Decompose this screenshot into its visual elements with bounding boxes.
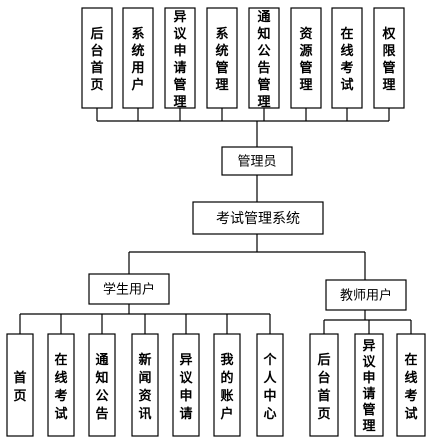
admin-module-8-label: 权限管理 [381,26,396,93]
student-node-label: 学生用户 [103,282,155,298]
teacher-module-1-box [309,333,339,437]
student-node-box [88,273,170,305]
admin-module-7-label: 在线考试 [340,26,353,93]
admin-module-5-label: 通知公告管理 [257,9,270,110]
admin-module-1-box [81,7,113,109]
admin-module-1-label: 后台首页 [90,26,103,93]
student-module-6-box [213,333,241,437]
student-module-5-box [172,333,200,437]
student-module-6-label: 我的账户 [220,352,233,422]
student-module-1-box [6,333,34,437]
student-module-2-label: 在线考试 [54,352,67,422]
student-module-7-box [256,333,284,437]
admin-node-box [221,146,293,176]
admin-module-2-label: 系统用户 [130,26,144,93]
admin-module-6-label: 资源管理 [299,26,312,93]
admin-module-4-label: 系统管理 [215,26,228,93]
admin-module-2-box [122,7,154,109]
teacher-module-3-box [396,333,426,437]
admin-module-4-box [206,7,238,109]
admin-module-6-box [290,7,322,109]
diagram-nodes: 后台首页系统用户异议申请管理系统管理通知公告管理资源管理在线考试权限管理管理员考… [6,7,426,437]
root-node-box [192,201,324,235]
admin-module-7-box [331,7,363,109]
root-node-label: 考试管理系统 [216,211,300,227]
student-module-7-label: 个人中心 [262,352,277,422]
student-module-4-box [131,333,159,437]
student-module-1-label: 首页 [13,370,26,404]
student-module-3-label: 通知公告 [95,352,108,422]
teacher-node-label: 教师用户 [340,288,392,304]
admin-node-label: 管理员 [237,155,276,170]
teacher-module-2-label: 异议申请管理 [362,339,376,434]
teacher-module-2-box [354,333,384,437]
teacher-module-3-label: 在线考试 [404,352,417,422]
student-module-3-box [88,333,116,437]
student-module-4-label: 新闻资讯 [138,352,151,422]
admin-module-5-box [248,7,280,109]
teacher-module-1-label: 后台首页 [317,352,330,422]
student-module-2-box [47,333,75,437]
admin-module-3-label: 异议申请管理 [173,10,187,110]
student-module-5-label: 异议申请 [179,353,193,422]
admin-module-3-box [164,7,196,109]
admin-module-8-box [373,7,405,109]
teacher-node-box [325,279,407,311]
diagram-edges [19,108,412,334]
